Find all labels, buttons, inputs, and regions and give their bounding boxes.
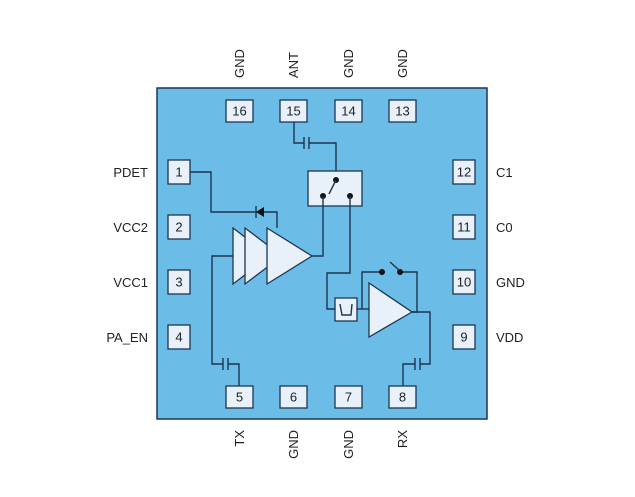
rx-trace: [326, 196, 351, 310]
pin-3: 3 VCC1: [113, 269, 191, 295]
pin-13: 13 GND: [388, 49, 417, 123]
filter-block: [334, 297, 358, 322]
svg-text:3: 3: [175, 275, 182, 290]
pin-label-14: GND: [341, 49, 356, 78]
svg-text:10: 10: [457, 275, 471, 290]
antenna-capacitor: [293, 122, 337, 178]
pin-label-15: ANT: [286, 52, 301, 78]
pin-9: 9 VDD: [452, 324, 523, 350]
svg-text:11: 11: [457, 220, 471, 235]
power-amplifier: [232, 226, 314, 286]
pin-label-3: VCC1: [113, 275, 148, 290]
svg-text:12: 12: [457, 165, 471, 180]
pin-12: 12 C1: [452, 159, 513, 185]
pin-label-13: GND: [395, 49, 410, 78]
svg-text:2: 2: [175, 220, 182, 235]
pin-2: 2 VCC2: [113, 214, 191, 240]
pin-1: 1 PDET: [113, 159, 191, 185]
tx-input-capacitor: [211, 255, 240, 386]
bypass-switch: [389, 261, 400, 271]
pin-label-11: C0: [496, 220, 513, 235]
pin-label-7: GND: [341, 430, 356, 459]
pin-15: 15 ANT: [279, 52, 308, 123]
pin-label-12: C1: [496, 165, 513, 180]
pin-7: 7 GND: [334, 385, 363, 459]
pin-label-16: GND: [232, 49, 247, 78]
pdet-trace: [190, 171, 278, 228]
svg-text:8: 8: [399, 390, 406, 405]
pin-10: 10 GND: [452, 269, 525, 295]
pin-label-1: PDET: [113, 165, 148, 180]
diode-icon: [255, 206, 264, 218]
svg-text:4: 4: [175, 330, 182, 345]
svg-text:13: 13: [395, 104, 409, 119]
pin-11: 11 C0: [452, 214, 513, 240]
pin-label-6: GND: [286, 430, 301, 459]
pin-6: 6 GND: [279, 385, 308, 459]
chip-package: [156, 87, 488, 420]
rx-output-capacitor: [402, 311, 431, 386]
svg-text:15: 15: [286, 104, 300, 119]
svg-text:7: 7: [345, 390, 352, 405]
pin-16: 16 GND: [225, 49, 254, 123]
svg-text:14: 14: [341, 104, 355, 119]
pin-label-8: RX: [395, 430, 410, 448]
pin-5: 5 TX: [225, 385, 254, 447]
pin-label-5: TX: [232, 430, 247, 447]
pin-4: 4 PA_EN: [106, 324, 191, 350]
pa-output-trace: [312, 196, 324, 257]
pin-label-2: VCC2: [113, 220, 148, 235]
svg-text:1: 1: [175, 165, 182, 180]
svg-text:6: 6: [290, 390, 297, 405]
pin-14: 14 GND: [334, 49, 363, 123]
svg-text:9: 9: [460, 330, 467, 345]
pin-label-4: PA_EN: [106, 330, 148, 345]
tx-rx-switch: [307, 170, 363, 207]
svg-text:5: 5: [236, 390, 243, 405]
pin-label-9: VDD: [496, 330, 523, 345]
svg-text:16: 16: [232, 104, 246, 119]
pin-label-10: GND: [496, 275, 525, 290]
